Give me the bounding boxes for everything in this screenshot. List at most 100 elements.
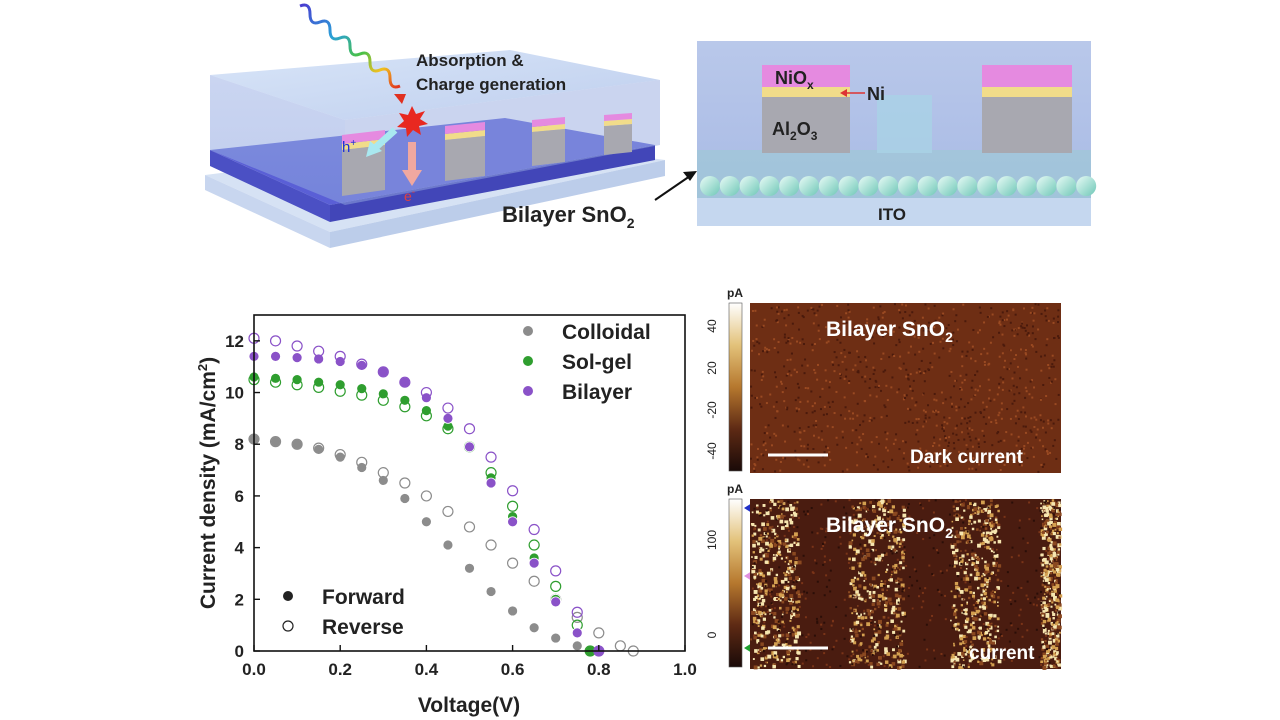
heatmap-2-pixel <box>1041 607 1044 610</box>
heatmap-2-pixel <box>757 615 760 618</box>
data-point-bilayer-forward <box>270 350 281 362</box>
heatmap-2-pixel <box>784 573 788 577</box>
heatmap-2-pixel <box>1010 603 1013 606</box>
nio-label: NiOx <box>775 68 814 92</box>
data-point-solgel-reverse <box>420 410 432 422</box>
heatmap-2-pixel <box>762 554 766 558</box>
heatmap-2-pixel <box>1049 592 1052 595</box>
heatmap-1-pixel <box>983 408 986 411</box>
heatmap-2-pixel <box>759 587 762 590</box>
heatmap-1-pixel <box>852 417 855 420</box>
heatmap-1-pixel <box>907 378 910 381</box>
heatmap-2-pixel <box>878 656 882 660</box>
heatmap-2-pixel <box>1056 572 1061 577</box>
heatmap-2-pixel <box>755 621 759 625</box>
heatmap-2-pixel <box>773 607 776 610</box>
heatmap-2-pixel <box>759 547 763 551</box>
heatmap-2-pixel <box>769 542 773 546</box>
heatmap-2-pixel <box>787 529 790 532</box>
heatmap-1-pixel <box>802 343 805 346</box>
heatmap-2-pixel <box>1009 622 1012 625</box>
heatmap-1-pixel <box>902 457 905 460</box>
heatmap-2-pixel <box>870 621 873 624</box>
heatmap-1-pixel <box>1014 415 1017 418</box>
heatmap-1-pixel <box>1034 338 1037 341</box>
heatmap-2-pixel <box>751 556 753 558</box>
heatmap-1-pixel <box>965 354 968 357</box>
heatmap-2-pixel <box>1047 514 1050 517</box>
heatmap-2-pixel <box>894 550 898 553</box>
heatmap-2-pixel <box>786 662 789 665</box>
data-point-colloidal-reverse <box>420 490 432 502</box>
heatmap-1-pixel <box>780 382 783 385</box>
heatmap-2-pixel <box>853 576 856 579</box>
heatmap-2-pixel <box>1016 586 1019 589</box>
heatmap-1-pixel <box>1024 415 1027 418</box>
heatmap-2-pixel <box>785 544 789 548</box>
heatmap-1-pixel <box>868 336 871 339</box>
heatmap-2-pixel <box>1040 618 1043 621</box>
heatmap-1-pixel <box>934 409 937 412</box>
heatmap-1-pixel <box>872 366 875 369</box>
heatmap-1-pixel <box>913 319 916 322</box>
heatmap-2-pixel <box>1049 664 1052 667</box>
heatmap-2-pixel <box>955 657 960 662</box>
heatmap-2-pixel <box>780 557 784 560</box>
heatmap-2-pixel <box>852 513 855 516</box>
heatmap-2-pixel <box>973 520 977 524</box>
heatmap-2-pixel <box>985 566 989 571</box>
heatmap-2-pixel <box>856 526 860 530</box>
heatmap-2-pixel <box>889 602 893 606</box>
heatmap-2-pixel <box>855 590 859 594</box>
data-point-bilayer-forward <box>313 353 325 365</box>
heatmap-2-pixel <box>763 514 766 517</box>
heatmap-1-pixel <box>923 380 926 383</box>
heatmap-2-pixel <box>789 562 792 565</box>
heatmap-2-pixel <box>753 562 756 565</box>
heatmap-2-pixel <box>1047 537 1052 542</box>
heatmap-2-pixel <box>1042 624 1045 627</box>
heatmap-2-pixel <box>1054 581 1058 585</box>
data-point-colloidal-forward <box>399 493 411 504</box>
heatmap-1-pixel <box>806 443 809 446</box>
heatmap-2-pixel <box>776 541 779 544</box>
heatmap-1-pixel <box>1007 367 1010 370</box>
heatmap-1-pixel <box>856 414 859 417</box>
heatmap-1-pixel <box>1040 355 1043 358</box>
heatmap-2-pixel <box>936 549 939 552</box>
heatmap-1-pixel <box>1041 465 1044 468</box>
heatmap-2-pixel <box>771 525 774 528</box>
heatmap-2-pixel <box>956 589 959 592</box>
heatmap-1-pixel <box>1057 309 1060 312</box>
heatmap-2-pixel <box>866 655 869 658</box>
heatmap-1-pixel <box>989 341 992 344</box>
heatmap-2-pixel <box>889 575 892 578</box>
heatmap-2-pixel <box>887 597 892 602</box>
heatmap-1-pixel <box>870 419 873 422</box>
data-point-colloidal-reverse <box>269 436 282 448</box>
heatmap-2-pixel <box>1049 649 1052 651</box>
heatmap-2-pixel <box>983 581 986 584</box>
heatmap-1-pixel <box>866 456 869 459</box>
heatmap-1-pixel <box>811 411 814 414</box>
heatmap-2-pixel <box>861 519 864 522</box>
heatmap-2-pixel <box>860 535 862 538</box>
heatmap-2-pixel <box>827 499 830 502</box>
heatmap-2-pixel <box>792 581 795 584</box>
heatmap-1-pixel <box>839 341 842 344</box>
heatmap-2-pixel <box>851 659 854 662</box>
heatmap-2-pixel <box>1052 638 1057 643</box>
heatmap-2-pixel <box>902 513 907 518</box>
heatmap-2-pixel <box>993 551 995 554</box>
heatmap-2-pixel <box>881 592 884 595</box>
heatmap-2-pixel <box>977 510 980 514</box>
heatmap-2-pixel <box>924 587 927 590</box>
heatmap-2-pixel <box>762 611 766 614</box>
heatmap-2-pixel <box>791 516 794 519</box>
heatmap-2-pixel <box>791 535 795 538</box>
heatmap-1-pixel <box>802 316 805 319</box>
heatmap-1-pixel <box>1039 414 1042 417</box>
heatmap-2-pixel <box>892 630 896 634</box>
heatmap-2-pixel <box>790 570 794 574</box>
heatmap-2-pixel <box>986 545 990 550</box>
